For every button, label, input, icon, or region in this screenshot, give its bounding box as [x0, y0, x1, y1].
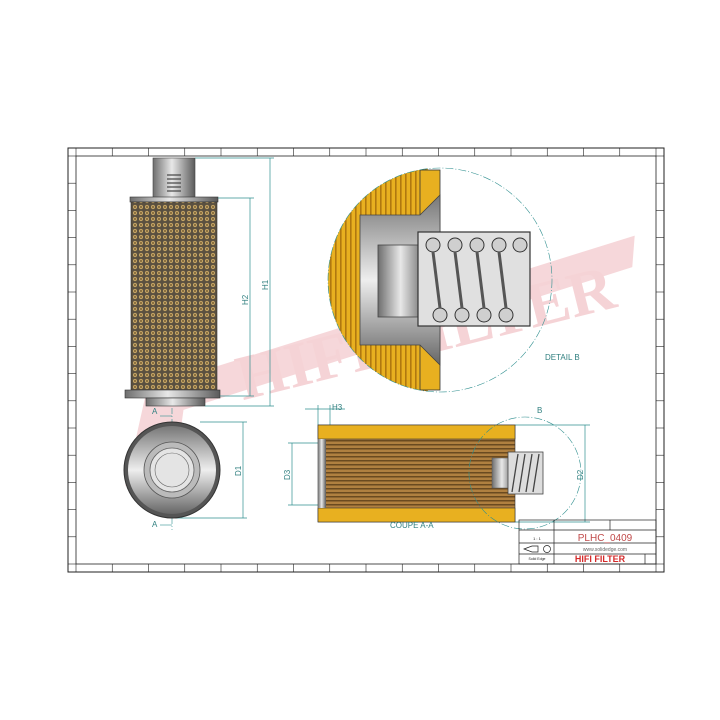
dim-d3: D3	[283, 469, 292, 480]
section-marker-bottom: A	[152, 520, 158, 529]
title-block	[518, 519, 657, 565]
dim-h2: H2	[241, 294, 250, 305]
front-view	[124, 157, 221, 407]
dim-h3: H3	[332, 403, 343, 412]
detail-marker: B	[537, 406, 542, 415]
end-view	[123, 408, 221, 530]
software-label: Solid Edge	[529, 557, 546, 561]
cap-slots-icon	[167, 174, 181, 192]
detail-b-view	[327, 167, 553, 393]
dim-d1: D1	[234, 465, 243, 476]
section-marker-top: A	[152, 407, 158, 416]
dim-h1: H1	[261, 279, 270, 290]
section-view	[317, 416, 582, 530]
scale-value: 1 : 1	[533, 536, 542, 541]
website: www.solidedge.com	[583, 547, 627, 553]
detail-label: DETAIL B	[545, 353, 580, 362]
projection-symbol-icon	[523, 545, 551, 553]
part-number: PLHC_0409	[578, 533, 633, 544]
drawing-frame	[67, 147, 665, 573]
dim-d2: D2	[576, 469, 585, 480]
section-label: COUPE A-A	[390, 521, 434, 530]
brand-name: HIFI FILTER	[575, 554, 626, 564]
